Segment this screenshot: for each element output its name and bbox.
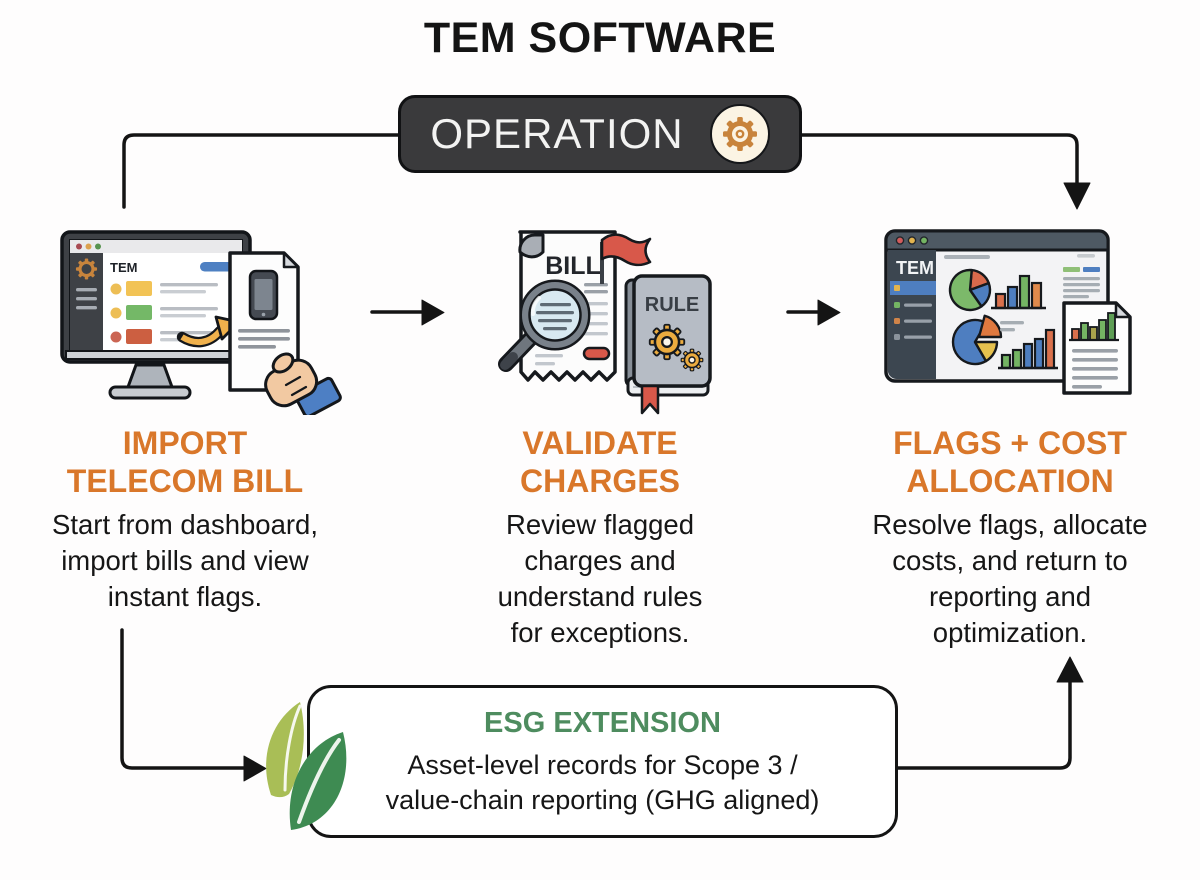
- paper-curl: [518, 233, 545, 259]
- step-heading: IMPORT TELECOM BILL: [66, 425, 304, 499]
- dashboard-button: [200, 262, 233, 272]
- sidebar-items: [894, 302, 932, 340]
- monitor-stand: [125, 363, 175, 389]
- window-dot-red: [76, 243, 82, 250]
- report-document: [1062, 301, 1132, 395]
- bar-chart-1: [991, 274, 1046, 310]
- step-heading: FLAGS + COST ALLOCATION: [893, 425, 1127, 499]
- esg-description: Asset-level records for Scope 3 / value-…: [385, 750, 820, 815]
- sidebar-gear-icon: [75, 258, 98, 280]
- esg-heading: ESG EXTENSION: [484, 707, 721, 739]
- window-dot-yellow: [907, 236, 917, 245]
- report-bar-chart: [1069, 312, 1119, 342]
- analytics-window: TEM: [884, 229, 1110, 383]
- window-dot-yellow: [85, 243, 92, 250]
- step-description: Review flagged charges and understand ru…: [497, 509, 703, 648]
- illustration-import-telecom-bill: TEM: [60, 230, 342, 415]
- pie-chart-1: [948, 268, 992, 312]
- book-gear-small-icon: [680, 348, 704, 372]
- bar-chart-2: [998, 328, 1058, 370]
- step-heading: VALIDATE CHARGES: [519, 425, 680, 499]
- connector-operation-to-step1: [122, 133, 400, 209]
- esg-extension-box: ESG EXTENSION Asset-level records for Sc…: [307, 685, 898, 838]
- hand: [264, 352, 342, 415]
- window-dot-red: [895, 236, 905, 245]
- connector-operation-to-step3: [800, 133, 1079, 185]
- window-dot-green: [919, 236, 929, 245]
- mini-legend: [1063, 267, 1100, 299]
- step-description: Start from dashboard, import bills and v…: [52, 509, 318, 612]
- sidebar-active-item: [890, 281, 936, 295]
- book-gear-icon: [648, 323, 686, 361]
- operation-box: OPERATION: [398, 95, 802, 173]
- app-title: TEM: [110, 260, 137, 275]
- step-validate-charges: VALIDATE CHARGES Review flagged charges …: [425, 424, 775, 651]
- step-description: Resolve flags, allocate costs, and retur…: [872, 509, 1148, 648]
- operation-label: OPERATION: [430, 110, 684, 157]
- arrowhead-up: [1056, 656, 1084, 683]
- illustration-flags-cost-allocation: TEM: [884, 229, 1132, 395]
- illustration-validate-charges: BILL: [498, 230, 712, 415]
- step-flags-cost-allocation: FLAGS + COST ALLOCATION Resolve flags, a…: [835, 424, 1185, 651]
- leaf-icon: [266, 702, 347, 830]
- app-title: TEM: [896, 258, 934, 278]
- bookmark: [640, 384, 660, 415]
- rule-label: RULE: [645, 294, 699, 316]
- arrowhead-down: [1063, 182, 1091, 210]
- arrowhead-right: [817, 299, 841, 326]
- window-dot-green: [95, 243, 101, 250]
- total-pill: [582, 346, 611, 361]
- monitor-base: [108, 385, 192, 400]
- magnifier-icon: [498, 279, 591, 372]
- step-import-telecom-bill: IMPORT TELECOM BILL Start from dashboard…: [10, 424, 360, 615]
- rule-book: RULE: [624, 274, 712, 415]
- monitor: TEM: [60, 230, 252, 400]
- connector-step1-to-esg: [120, 628, 248, 770]
- gear-badge: [709, 104, 770, 164]
- gear-icon: [722, 117, 757, 151]
- arrowhead-right: [421, 299, 445, 326]
- arrowhead-right: [243, 755, 267, 782]
- page-title: TEM SOFTWARE: [423, 14, 777, 62]
- bill-label: BILL: [545, 252, 601, 280]
- flag-icon: [600, 233, 652, 284]
- pie-chart-2: [951, 314, 1003, 366]
- connector-esg-to-step3: [896, 680, 1072, 770]
